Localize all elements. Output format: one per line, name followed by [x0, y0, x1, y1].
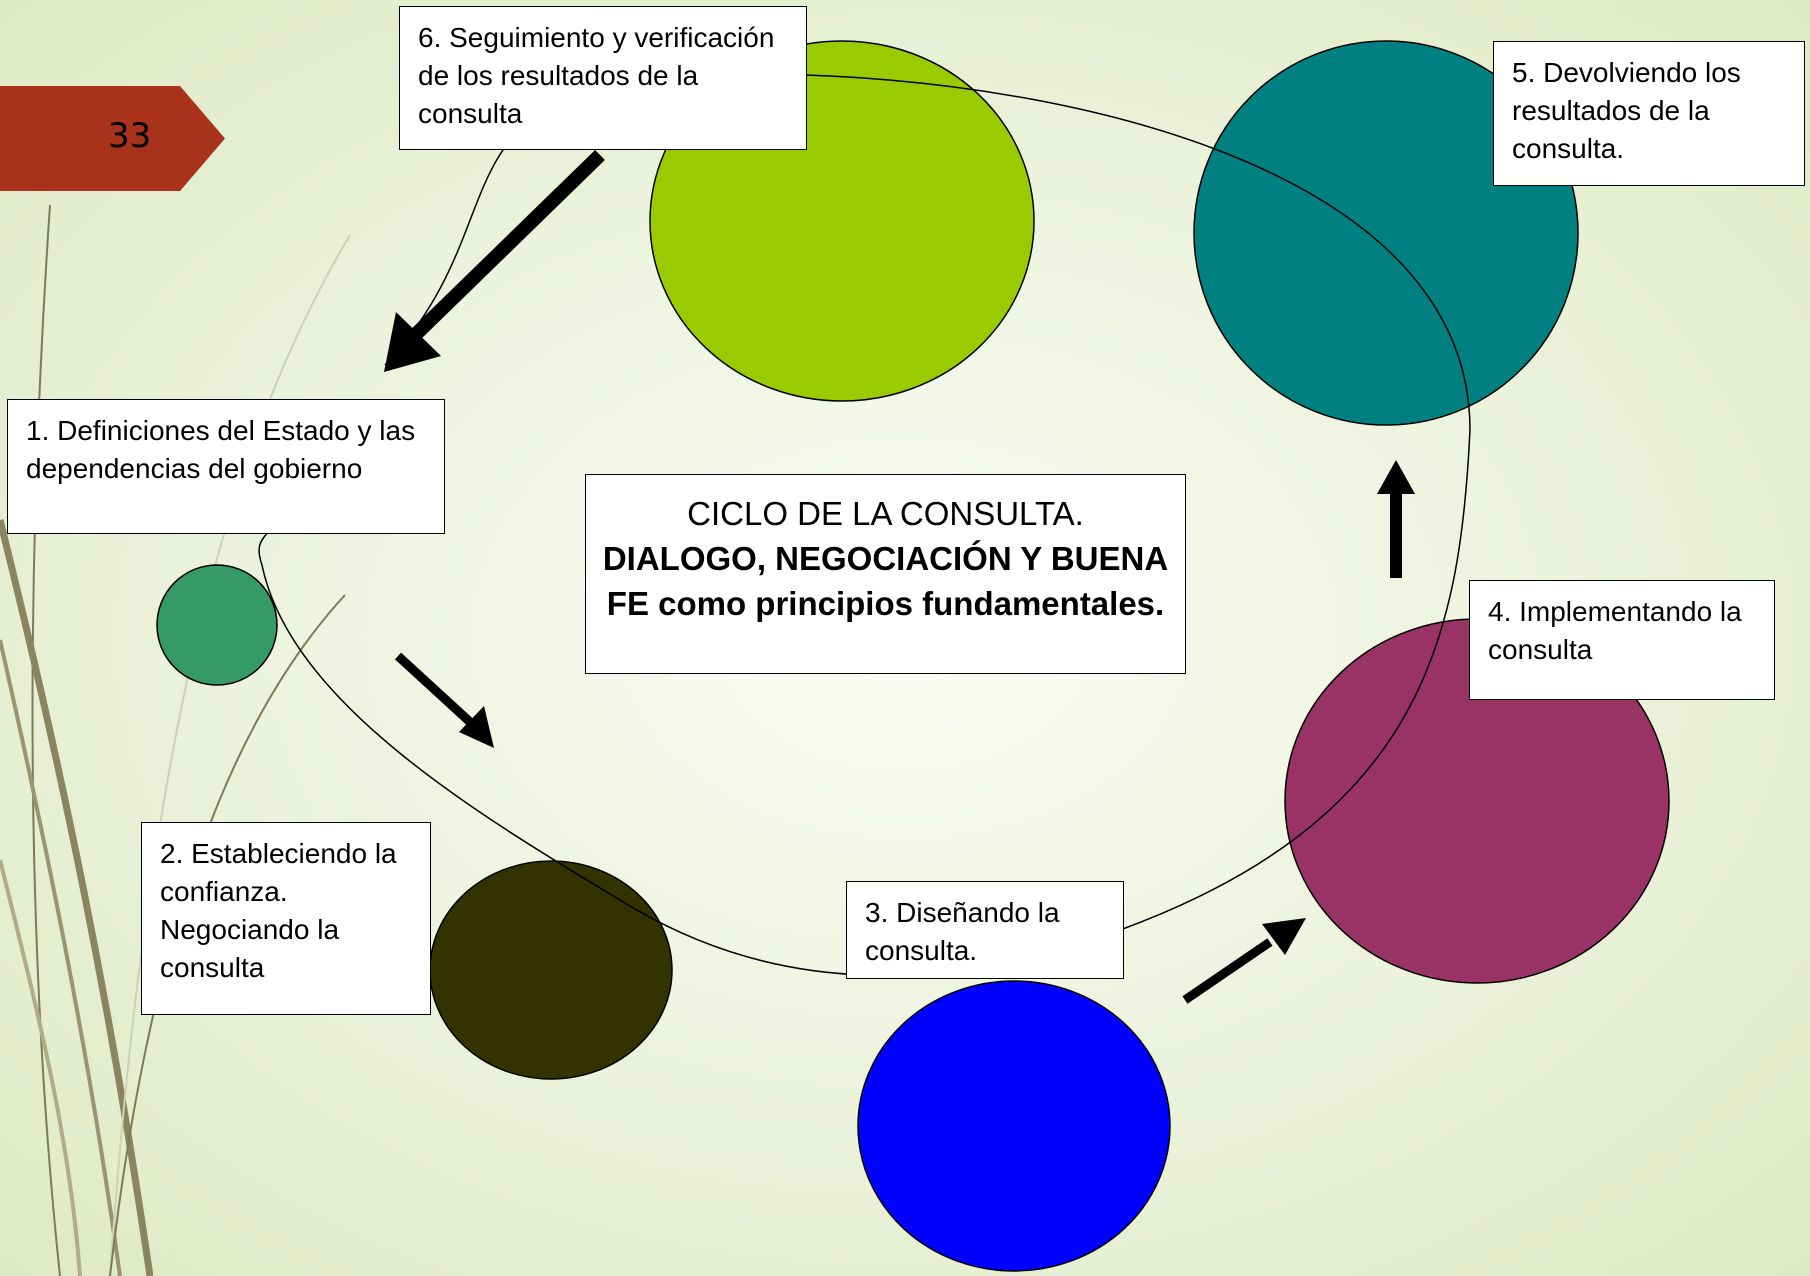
- step-3-label: 3. Diseñando la consulta.: [846, 881, 1124, 979]
- step-3-circle: [857, 980, 1171, 1272]
- slide-number-tag: 33: [0, 86, 225, 191]
- background-decoration: [0, 204, 351, 1276]
- step-1-label: 1. Definiciones del Estado y las depende…: [7, 399, 445, 534]
- step-1-circle: [156, 564, 278, 686]
- tag-shape: [0, 86, 225, 191]
- cycle-title: CICLO DE LA CONSULTA.: [687, 495, 1084, 532]
- arrow-step-1-to-2: [394, 652, 494, 748]
- arrow-step-4-to-5: [1377, 460, 1415, 578]
- step-5-label: 5. Devolviendo los resultados de la cons…: [1493, 41, 1805, 186]
- step-5-circle: [1193, 40, 1579, 426]
- slide-number: 33: [108, 116, 152, 156]
- cycle-subtitle: DIALOGO, NEGOCIACIÓN Y BUENA FE como pri…: [602, 540, 1169, 622]
- step-6-label: 6. Seguimiento y verificación de los res…: [399, 6, 807, 150]
- arrow-step-3-to-4: [1182, 918, 1306, 1004]
- cycle-title-box: CICLO DE LA CONSULTA. DIALOGO, NEGOCIACI…: [585, 474, 1186, 674]
- step-2-label: 2. Estableciendo la confianza. Negociand…: [141, 822, 431, 1015]
- step-2-circle: [429, 860, 673, 1080]
- arrow-step-6-to-1: [384, 149, 605, 372]
- step-4-label: 4. Implementando la consulta: [1469, 580, 1775, 700]
